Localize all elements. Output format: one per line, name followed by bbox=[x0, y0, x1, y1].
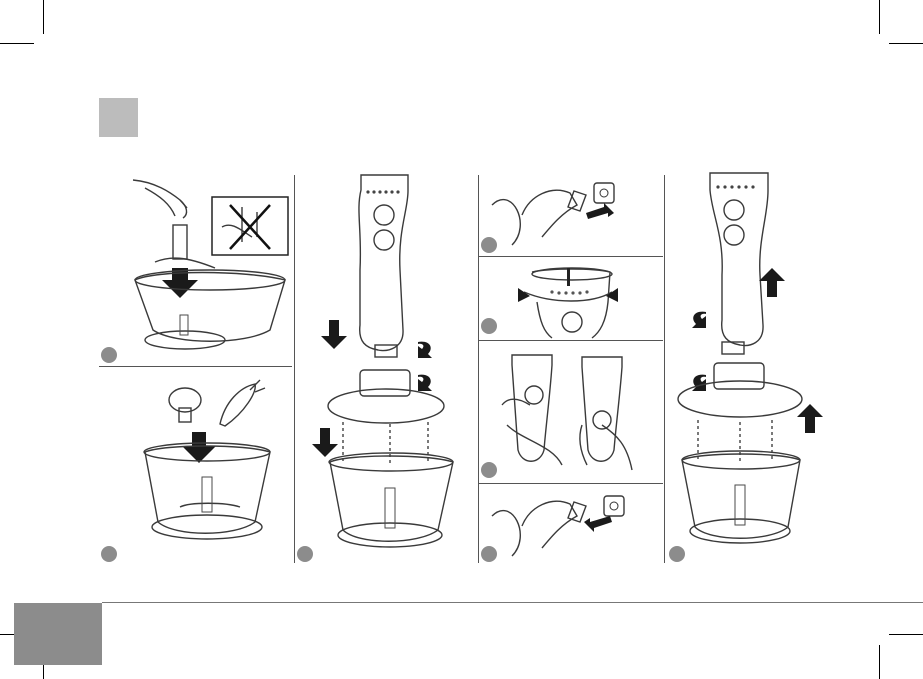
panel-divider bbox=[664, 175, 665, 563]
step-badge bbox=[101, 347, 117, 363]
panel-divider bbox=[479, 483, 663, 484]
step-badge bbox=[101, 546, 117, 562]
prohibited-method-icon bbox=[212, 197, 290, 257]
crop-mark bbox=[879, 645, 880, 679]
crop-mark bbox=[43, 0, 44, 34]
crop-mark bbox=[889, 43, 923, 44]
crop-mark bbox=[889, 634, 923, 635]
footer-block bbox=[14, 603, 102, 665]
motor-lock-icon bbox=[298, 170, 488, 560]
panel-divider bbox=[479, 256, 663, 257]
speed-dial-icon bbox=[482, 262, 662, 342]
unplug-icon bbox=[482, 486, 662, 566]
button-press-icon bbox=[482, 345, 662, 480]
crop-mark bbox=[879, 0, 880, 34]
crop-mark bbox=[0, 43, 34, 44]
footer-rule bbox=[102, 602, 923, 603]
plug-in-icon bbox=[482, 175, 662, 255]
motor-unlock-icon bbox=[670, 165, 860, 555]
food-icon bbox=[125, 372, 325, 562]
section-marker bbox=[99, 98, 138, 137]
